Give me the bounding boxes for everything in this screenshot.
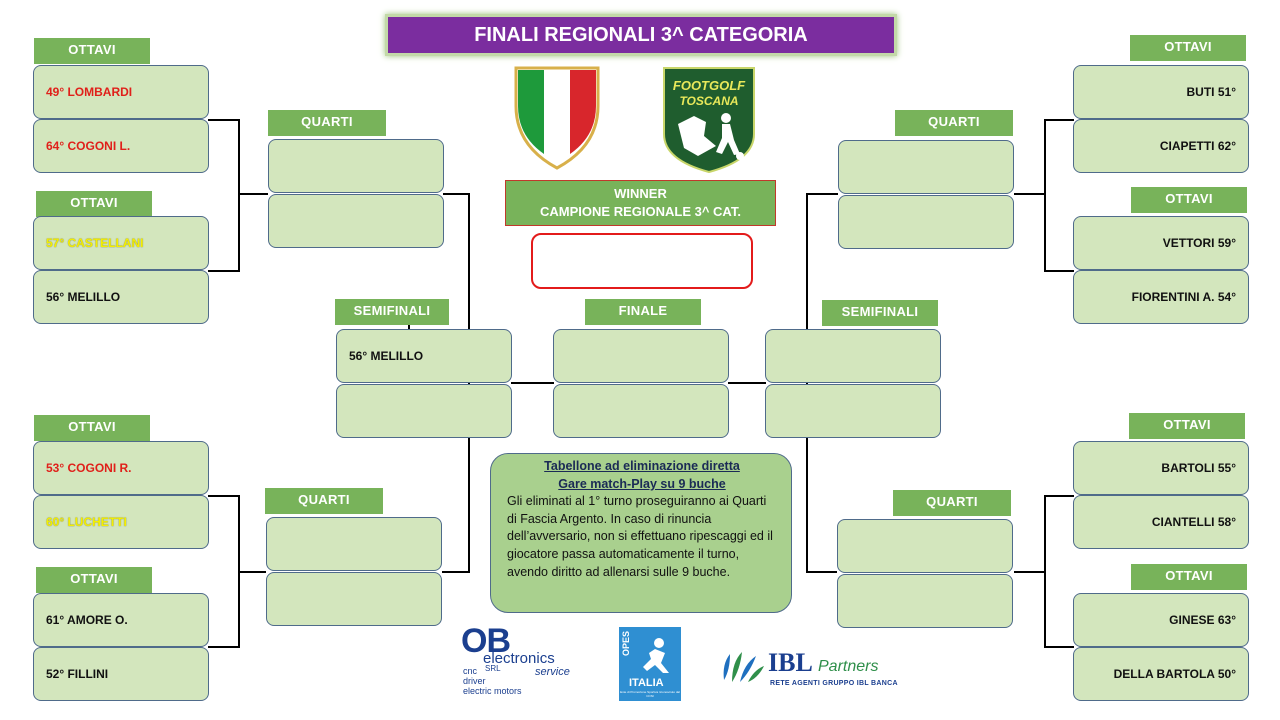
ibl-main: IBL	[768, 648, 813, 677]
runner-icon	[643, 638, 669, 673]
player-slot: 53° COGONI R.	[33, 441, 209, 495]
opes-italia-logo: OPES ITALIA Ente di Promozione Sportiva …	[619, 627, 681, 701]
quarter-slot	[268, 139, 444, 193]
ob-electronics-logo: OB electronics SRL service cnc driver el…	[455, 622, 595, 698]
tab-ottavi: OTTAVI	[1131, 564, 1247, 590]
player-slot: VETTORI 59°	[1073, 216, 1249, 270]
tab-finale: FINALE	[585, 299, 701, 325]
quarter-slot	[266, 572, 442, 626]
player-slot: 57° CASTELLANI	[33, 216, 209, 270]
tab-ottavi: OTTAVI	[36, 191, 152, 217]
player-slot: BARTOLI 55°	[1073, 441, 1249, 495]
tab-semifinali: SEMIFINALI	[335, 299, 449, 325]
player-slot: 64° COGONI L.	[33, 119, 209, 173]
opes-italia-text: ITALIA	[629, 677, 664, 689]
player-slot: 60° LUCHETTI	[33, 495, 209, 549]
ob-item: electric motors	[463, 686, 522, 696]
player-slot: BUTI 51°	[1073, 65, 1249, 119]
tab-quarti: QUARTI	[895, 110, 1013, 136]
player-slot: 56° MELILLO	[33, 270, 209, 324]
quarter-slot	[838, 140, 1014, 194]
quarter-slot	[837, 574, 1013, 628]
tab-ottavi: OTTAVI	[1129, 413, 1245, 439]
scudetto-icon	[514, 66, 600, 170]
opes-caption: Ente di Promozione Sportiva riconosciuto…	[620, 690, 680, 698]
player-slot: CIANTELLI 58°	[1073, 495, 1249, 549]
winner-line2: CAMPIONE REGIONALE 3^ CAT.	[540, 204, 741, 219]
quarter-slot	[266, 517, 442, 571]
player-slot: 52° FILLINI	[33, 647, 209, 701]
ibl-partners: Partners	[818, 658, 879, 675]
info-heading-1: Tabellone ad eliminazione diretta	[544, 459, 740, 473]
player-slot: DELLA BARTOLA 50°	[1073, 647, 1249, 701]
info-heading-2: Gare match-Play su 9 buche	[558, 476, 726, 491]
info-body: Gli eliminati al 1° turno proseguiranno …	[507, 494, 773, 579]
ob-item: cnc	[463, 666, 478, 676]
quarter-slot	[837, 519, 1013, 573]
footgolf-line2: TOSCANA	[679, 94, 738, 108]
final-slot	[553, 384, 729, 438]
tab-ottavi: OTTAVI	[34, 415, 150, 441]
winner-box	[531, 233, 753, 289]
tab-ottavi: OTTAVI	[36, 567, 152, 593]
footgolf-badge-icon: FOOTGOLF TOSCANA	[663, 67, 755, 174]
tab-quarti: QUARTI	[893, 490, 1011, 516]
ob-item: driver	[463, 676, 486, 686]
ibl-caption: RETE AGENTI GRUPPO IBL BANCA	[770, 680, 898, 687]
player-slot: FIORENTINI A. 54°	[1073, 270, 1249, 324]
page-title: FINALI REGIONALI 3^ CATEGORIA	[385, 14, 897, 56]
opes-text: OPES	[621, 631, 631, 657]
player-slot: 49° LOMBARDI	[33, 65, 209, 119]
semifinal-slot	[765, 329, 941, 383]
ibl-leaves-icon	[723, 652, 764, 682]
ob-sub: electronics	[483, 650, 555, 667]
ibl-partners-logo: IBL Partners RETE AGENTI GRUPPO IBL BANC…	[720, 646, 910, 692]
tab-quarti: QUARTI	[265, 488, 383, 514]
player-slot: GINESE 63°	[1073, 593, 1249, 647]
final-slot	[553, 329, 729, 383]
tab-semifinali: SEMIFINALI	[822, 300, 938, 326]
footgolf-toscana-logo: FOOTGOLF TOSCANA	[660, 64, 758, 174]
semifinal-slot: 56° MELILLO	[336, 329, 512, 383]
ob-srl: SRL	[485, 664, 501, 673]
quarter-slot	[268, 194, 444, 248]
quarter-slot	[838, 195, 1014, 249]
ob-service: service	[535, 666, 570, 678]
player-slot: CIAPETTI 62°	[1073, 119, 1249, 173]
winner-line1: WINNER	[614, 186, 667, 201]
tab-ottavi: OTTAVI	[34, 38, 150, 64]
rules-info-box: Tabellone ad eliminazione diretta Gare m…	[490, 453, 792, 613]
italian-scudetto-logo	[512, 66, 602, 170]
semifinal-slot	[765, 384, 941, 438]
winner-label: WINNER CAMPIONE REGIONALE 3^ CAT.	[505, 180, 776, 226]
player-slot: 61° AMORE O.	[33, 593, 209, 647]
semifinal-slot	[336, 384, 512, 438]
tab-quarti: QUARTI	[268, 110, 386, 136]
tab-ottavi: OTTAVI	[1131, 187, 1247, 213]
tab-ottavi: OTTAVI	[1130, 35, 1246, 61]
ob-main: OB	[461, 622, 511, 660]
footgolf-line1: FOOTGOLF	[673, 78, 746, 93]
